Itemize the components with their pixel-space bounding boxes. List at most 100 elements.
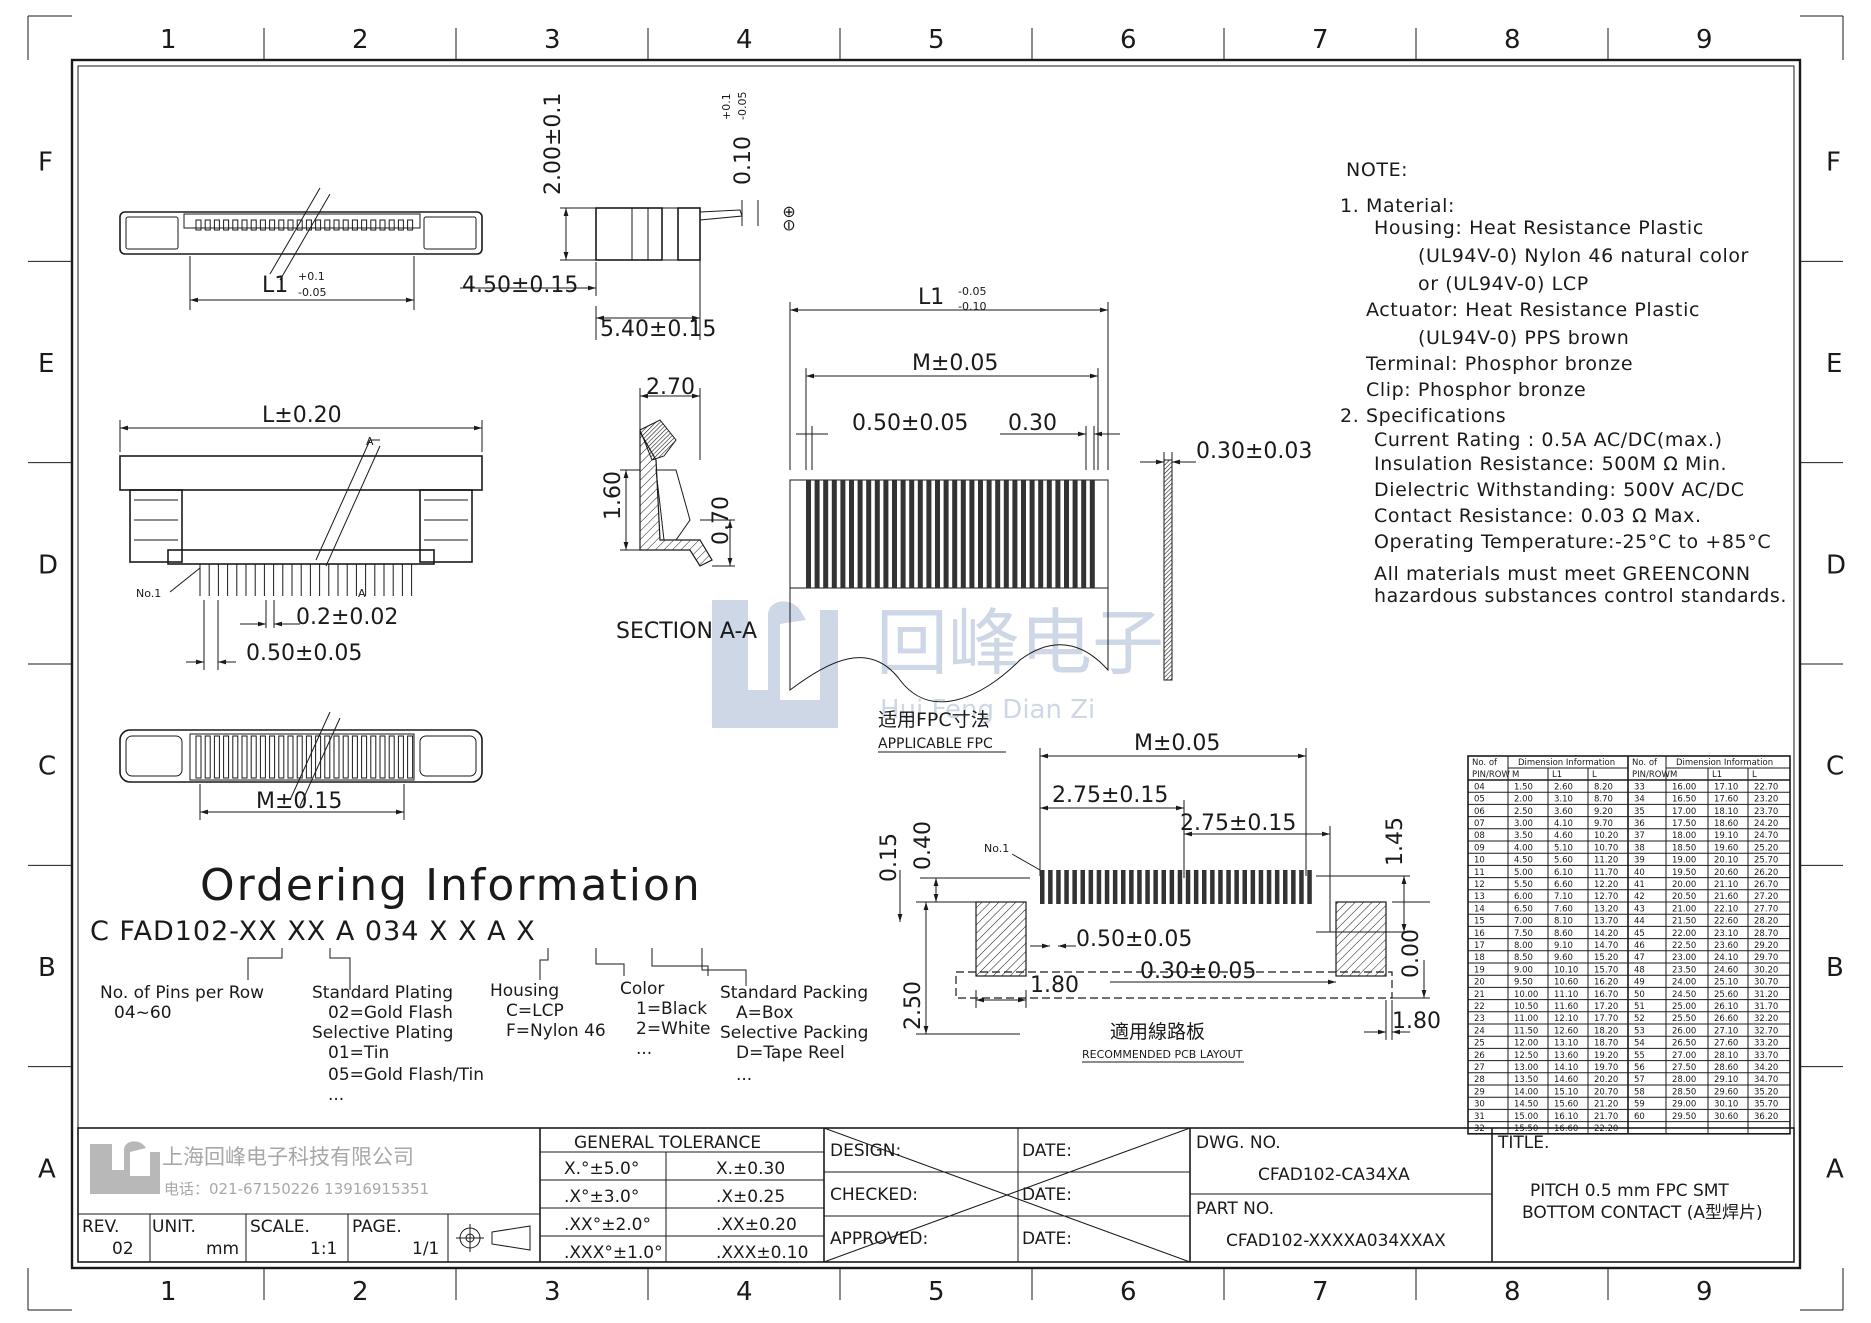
table-cell: 29.20 [1754, 941, 1778, 951]
pcb-dim-a: 2.75±0.15 [1052, 783, 1168, 808]
table-cell: 25.60 [1714, 990, 1738, 1000]
table-cell: 17.50 [1672, 819, 1696, 829]
pcb-title-cn: 適用線路板 [1110, 1021, 1205, 1043]
table-cell: 24.60 [1714, 965, 1738, 975]
section-label: SECTION A-A [616, 619, 757, 644]
table-cell: 24 [1474, 1026, 1485, 1036]
zone-row-right: B [1826, 953, 1844, 983]
zone-row-right: A [1826, 1154, 1844, 1184]
table-subheader: PIN/ROW [1472, 770, 1510, 780]
table-cell: 18.50 [1672, 843, 1696, 853]
table-cell: 33.20 [1754, 1039, 1778, 1049]
table-cell: 17.20 [1594, 1002, 1618, 1012]
table-cell: 23.70 [1754, 807, 1778, 817]
table-cell: 3.10 [1554, 795, 1573, 805]
section-mark-a-top: A [366, 435, 374, 448]
table-cell: 27 [1474, 1063, 1485, 1073]
table-cell: 24.20 [1754, 819, 1778, 829]
table-cell: 49 [1634, 978, 1645, 988]
table-cell: 16.60 [1554, 1124, 1578, 1134]
note-line: hazardous substances control standards. [1374, 585, 1787, 607]
bottom-m-dim: M±0.15 [256, 789, 342, 814]
table-cell: 32.20 [1754, 1014, 1778, 1024]
table-cell: 28.50 [1672, 1087, 1696, 1097]
table-cell: 19.20 [1594, 1051, 1618, 1061]
table-cell: 39 [1634, 856, 1645, 866]
note-line: (UL94V-0) Nylon 46 natural color [1418, 245, 1749, 267]
table-cell: 14.70 [1594, 941, 1618, 951]
table-cell: 25.70 [1754, 856, 1778, 866]
front-l-dim: L±0.20 [262, 403, 342, 428]
table-cell: 32.70 [1754, 1026, 1778, 1036]
pins-title: No. of Pins per Row [100, 983, 264, 1003]
table-cell: 51 [1634, 1002, 1645, 1012]
table-cell: 16.70 [1594, 990, 1618, 1000]
table-cell: 31.20 [1754, 990, 1778, 1000]
table-cell: 18.20 [1594, 1026, 1618, 1036]
housing-nylon: F=Nylon 46 [506, 1021, 606, 1041]
zone-row-left: B [38, 953, 56, 983]
table-cell: 9.10 [1554, 941, 1573, 951]
table-cell: 23.10 [1714, 929, 1738, 939]
title-block: 上海回峰电子科技有限公司 电话：021-67150226 13916915351… [77, 1127, 1795, 1263]
fpc-l1-tol-dn: -0.10 [958, 300, 986, 313]
fpc-m-dim: M±0.05 [912, 351, 998, 376]
table-cell: 12.70 [1594, 892, 1618, 902]
packing-title: Standard Packing [720, 983, 868, 1003]
table-cell: 2.60 [1554, 782, 1573, 792]
pins-range: 04~60 [114, 1003, 172, 1023]
zone-col-top: 6 [1120, 25, 1137, 55]
tolerance-cell: X.±0.30 [716, 1159, 785, 1179]
side-view: 2.00±0.1 0.10 +0.1 -0.05 ⊖⊕ 4.50±0.15 5.… [460, 92, 798, 342]
fpc-trace-width: 0.30 [1008, 411, 1057, 436]
table-cell: 16 [1474, 929, 1485, 939]
packing-more: ... [736, 1065, 752, 1085]
table-cell: 2.50 [1514, 807, 1533, 817]
table-cell: 4.50 [1514, 856, 1533, 866]
part-no-label: PART NO. [1196, 1199, 1274, 1219]
table-cell: 20.20 [1594, 1075, 1618, 1085]
table-cell: 22.00 [1672, 929, 1696, 939]
color-more: ... [636, 1039, 652, 1059]
table-cell: 13.10 [1554, 1039, 1578, 1049]
side-thickness-tol-dn: -0.05 [736, 92, 749, 120]
table-cell: 38 [1634, 843, 1645, 853]
table-cell: 19.50 [1672, 868, 1696, 878]
color-white: 2=White [636, 1019, 711, 1039]
table-cell: 11.70 [1594, 868, 1618, 878]
top-l1-dim: L1 [262, 273, 288, 298]
tolerance-cell: .X±0.25 [716, 1187, 785, 1207]
pcb-dim-i: 1.80 [1392, 1009, 1441, 1034]
table-cell: 7.00 [1514, 917, 1533, 927]
ordering-code: C FAD102-XX XX A 034 X X A X [90, 916, 536, 947]
flatness-symbol: ⊖⊕ [779, 205, 798, 232]
table-cell: 17.10 [1714, 782, 1738, 792]
table-cell: 19 [1474, 965, 1485, 975]
section-mark-a-bottom: A [358, 587, 366, 600]
table-cell: 21.50 [1672, 917, 1696, 927]
pcb-dim-g: 0.00 [1399, 929, 1424, 978]
table-cell: 18.70 [1594, 1039, 1618, 1049]
table-cell: 9.60 [1554, 953, 1573, 963]
zone-row-left: D [38, 550, 58, 580]
table-cell: 14 [1474, 904, 1485, 914]
design-date-label: DATE: [1022, 1141, 1072, 1161]
zone-col-top: 2 [352, 25, 369, 55]
table-cell: 28 [1474, 1075, 1485, 1085]
top-l1-tol-up: +0.1 [298, 270, 325, 283]
zone-col-bottom: 2 [352, 1277, 369, 1307]
table-cell: 15.70 [1594, 965, 1618, 975]
table-cell: 6.10 [1554, 868, 1573, 878]
table-cell: 06 [1474, 807, 1485, 817]
table-cell: 05 [1474, 795, 1485, 805]
table-cell: 12 [1474, 880, 1485, 890]
table-subheader: L [1592, 770, 1597, 780]
table-cell: 2.00 [1514, 795, 1533, 805]
title-line-1: PITCH 0.5 mm FPC SMT [1530, 1181, 1729, 1201]
